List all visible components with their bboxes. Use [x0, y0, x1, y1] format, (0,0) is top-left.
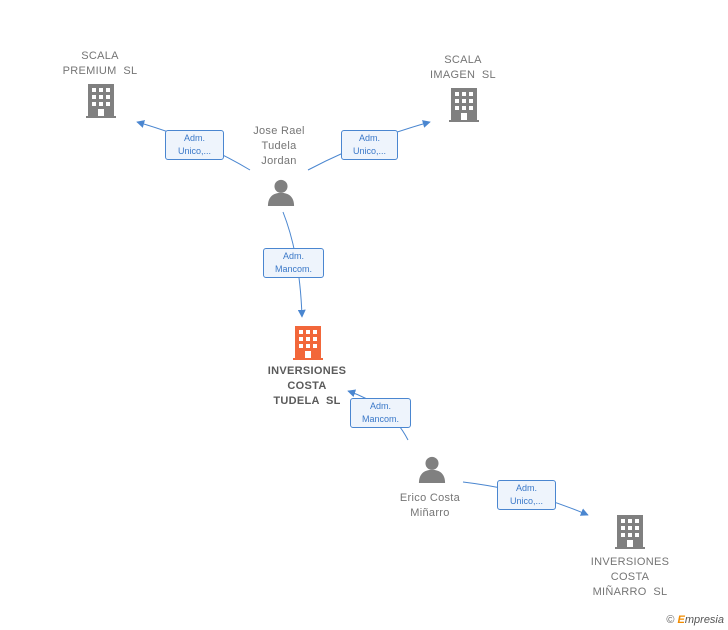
- edge-label-line: Adm.: [369, 401, 391, 411]
- edge-label-line: Adm.: [358, 133, 380, 143]
- copyright-icon: ©: [666, 614, 675, 626]
- person-icon[interactable]: [267, 179, 295, 206]
- edges: [136, 120, 589, 516]
- building-icon[interactable]: [449, 88, 479, 122]
- label-line: IMAGEN SL: [430, 69, 496, 81]
- label-line: COSTA: [287, 380, 327, 392]
- label-line: PREMIUM SL: [62, 65, 138, 77]
- label-line: SCALA: [81, 50, 119, 62]
- brand-initial: E: [677, 614, 685, 626]
- label-line: TUDELA SL: [273, 395, 341, 407]
- edge-label-line: Unico,...: [177, 146, 211, 156]
- edge-label-line: Adm.: [282, 251, 304, 261]
- label-line: INVERSIONES: [590, 556, 670, 568]
- edge-label-jose-to-tudela[interactable]: Adm. Mancom.: [263, 248, 324, 278]
- label-line: Jose Rael: [253, 125, 305, 137]
- edge-label-erico-to-minarro[interactable]: Adm. Unico,...: [497, 480, 556, 510]
- edge-label-jose-to-imagen[interactable]: Adm. Unico,...: [341, 130, 398, 160]
- label-line: Tudela: [261, 140, 297, 152]
- building-icon[interactable]: [86, 84, 116, 118]
- edge-label-line: Unico,...: [352, 146, 386, 156]
- node-label-inversiones-costa-minarro[interactable]: INVERSIONES COSTA MIÑARRO SL: [575, 555, 685, 600]
- label-line: MIÑARRO SL: [592, 586, 668, 598]
- node-label-jose-rael[interactable]: Jose Rael Tudela Jordan: [229, 124, 329, 169]
- node-label-inversiones-costa-tudela[interactable]: INVERSIONES COSTA TUDELA SL: [248, 364, 366, 409]
- building-icon[interactable]: [615, 515, 645, 549]
- edge-label-erico-to-tudela[interactable]: Adm. Mancom.: [350, 398, 411, 428]
- label-line: Jordan: [261, 155, 297, 167]
- label-line: Erico Costa: [399, 492, 461, 504]
- node-label-scala-imagen[interactable]: SCALA IMAGEN SL: [413, 53, 513, 83]
- edge-label-line: Adm.: [183, 133, 205, 143]
- empresia-logo[interactable]: © Empresia: [666, 614, 724, 626]
- label-line: SCALA: [444, 54, 482, 66]
- building-icon[interactable]: [293, 326, 323, 360]
- brand-rest: mpresia: [684, 614, 724, 626]
- label-line: INVERSIONES: [267, 365, 347, 377]
- edge-label-jose-to-premium[interactable]: Adm. Unico,...: [165, 130, 224, 160]
- edge-label-line: Mancom.: [361, 414, 399, 424]
- label-line: COSTA: [610, 571, 650, 583]
- edge-label-line: Unico,...: [509, 496, 543, 506]
- edge-label-line: Mancom.: [274, 264, 312, 274]
- label-line: Miñarro: [410, 507, 450, 519]
- edge-label-line: Adm.: [515, 483, 537, 493]
- node-label-scala-premium[interactable]: SCALA PREMIUM SL: [50, 49, 150, 79]
- person-icon[interactable]: [418, 456, 446, 483]
- node-label-erico-costa[interactable]: Erico Costa Miñarro: [380, 491, 480, 521]
